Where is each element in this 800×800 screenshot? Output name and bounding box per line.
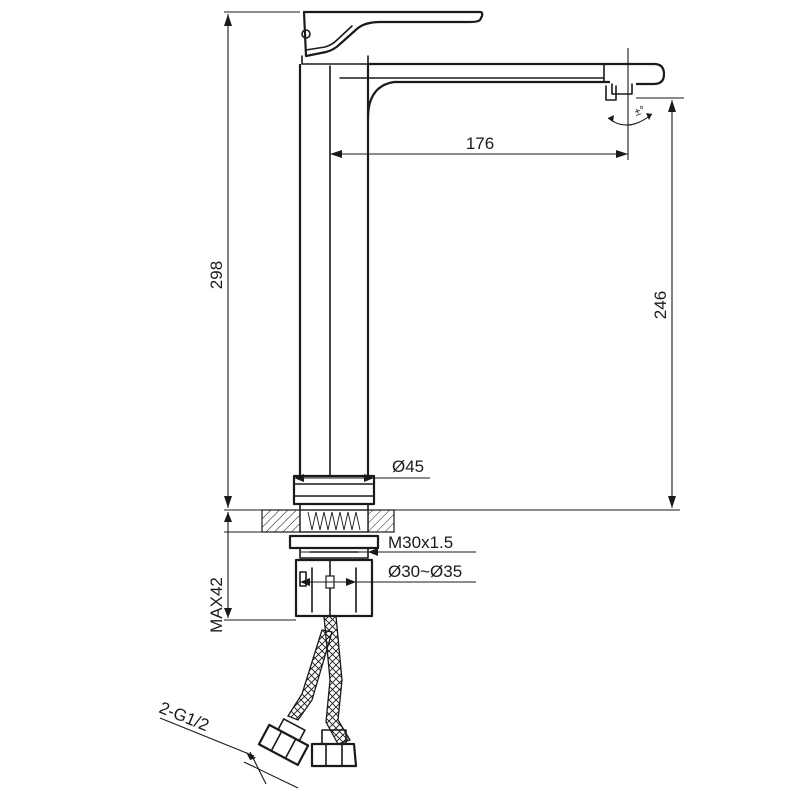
leader-hose-connection: [159, 717, 255, 757]
arrow-reach-left: [330, 150, 342, 158]
hose-connection-label: 2-G1/2: [157, 698, 212, 735]
arrow-max-top: [224, 512, 232, 522]
hose-left: [287, 629, 333, 721]
aerator: [605, 85, 617, 101]
lever-handle: [302, 10, 484, 58]
arrow-thread: [368, 548, 378, 556]
arrow-hole-right: [346, 578, 356, 586]
swivel-arrow-right: [646, 113, 652, 120]
faucet-body: ±°: [292, 10, 666, 511]
base-diameter-label: Ø45: [392, 457, 424, 476]
base-flange: [292, 474, 376, 511]
arrow-spout-bottom: [668, 496, 676, 508]
hose-ferrule-right: [321, 729, 347, 745]
hole-range-label: Ø30~Ø35: [388, 562, 462, 581]
arrow-reach-right: [616, 150, 628, 158]
nut-left-facet-a: [270, 730, 283, 752]
arrow-total-bottom: [224, 496, 232, 508]
spout-height-label: 246: [651, 291, 670, 319]
spout-top: [368, 62, 666, 86]
hose-nut-right: [310, 742, 358, 768]
hose-nut-left: [257, 723, 310, 767]
max-thickness-label: MAX42: [207, 577, 226, 633]
deck-hatch-left: [261, 509, 301, 533]
fixing-bracket: [294, 558, 374, 618]
aerator-angle-label: ±°: [633, 104, 647, 119]
lever-handle-bevel: [305, 25, 353, 51]
fixing-assembly: [288, 534, 380, 618]
fixing-nut: [288, 534, 380, 550]
nut-left-facet-b: [284, 738, 297, 760]
deck-hatch-right: [367, 509, 395, 533]
handle-screw-icon: [301, 29, 311, 39]
fixing-washer: [299, 547, 369, 559]
spout-reach-label: 176: [466, 134, 494, 153]
spout-bottom: [366, 80, 610, 119]
shank-thread-zigzag: [307, 511, 361, 531]
arrow-hole-left: [300, 578, 310, 586]
flange-outline: [292, 474, 376, 506]
arrow-max-bottom: [224, 608, 232, 618]
arrow-total-top: [224, 14, 232, 26]
swivel-arrow-left: [608, 115, 614, 122]
bracket-slot-left: [299, 571, 307, 587]
dimension-lines: 298 246 176 Ø45 M30x1.5 Ø30~Ø35 MAX42: [157, 11, 684, 789]
arrow-spout-top: [668, 100, 676, 112]
hose-nut-left-group: [257, 718, 310, 767]
arrow-diam-right: [364, 474, 374, 482]
leader-hose-tick-b: [243, 761, 299, 789]
aerator-swivel-symbol: ±°: [607, 104, 653, 126]
spout-tip: [603, 63, 633, 95]
arrow-diam-left: [294, 474, 304, 482]
total-height-label: 298: [207, 261, 226, 289]
handle-collar: [301, 55, 369, 65]
flexible-hoses: [257, 615, 358, 768]
hose-right: [323, 615, 351, 745]
arrow-hose-connection: [246, 752, 256, 760]
hose-ferrule-left: [277, 718, 306, 742]
countertop-section: [224, 509, 680, 533]
bracket-inner: [311, 567, 357, 613]
thread-label: M30x1.5: [388, 533, 453, 552]
